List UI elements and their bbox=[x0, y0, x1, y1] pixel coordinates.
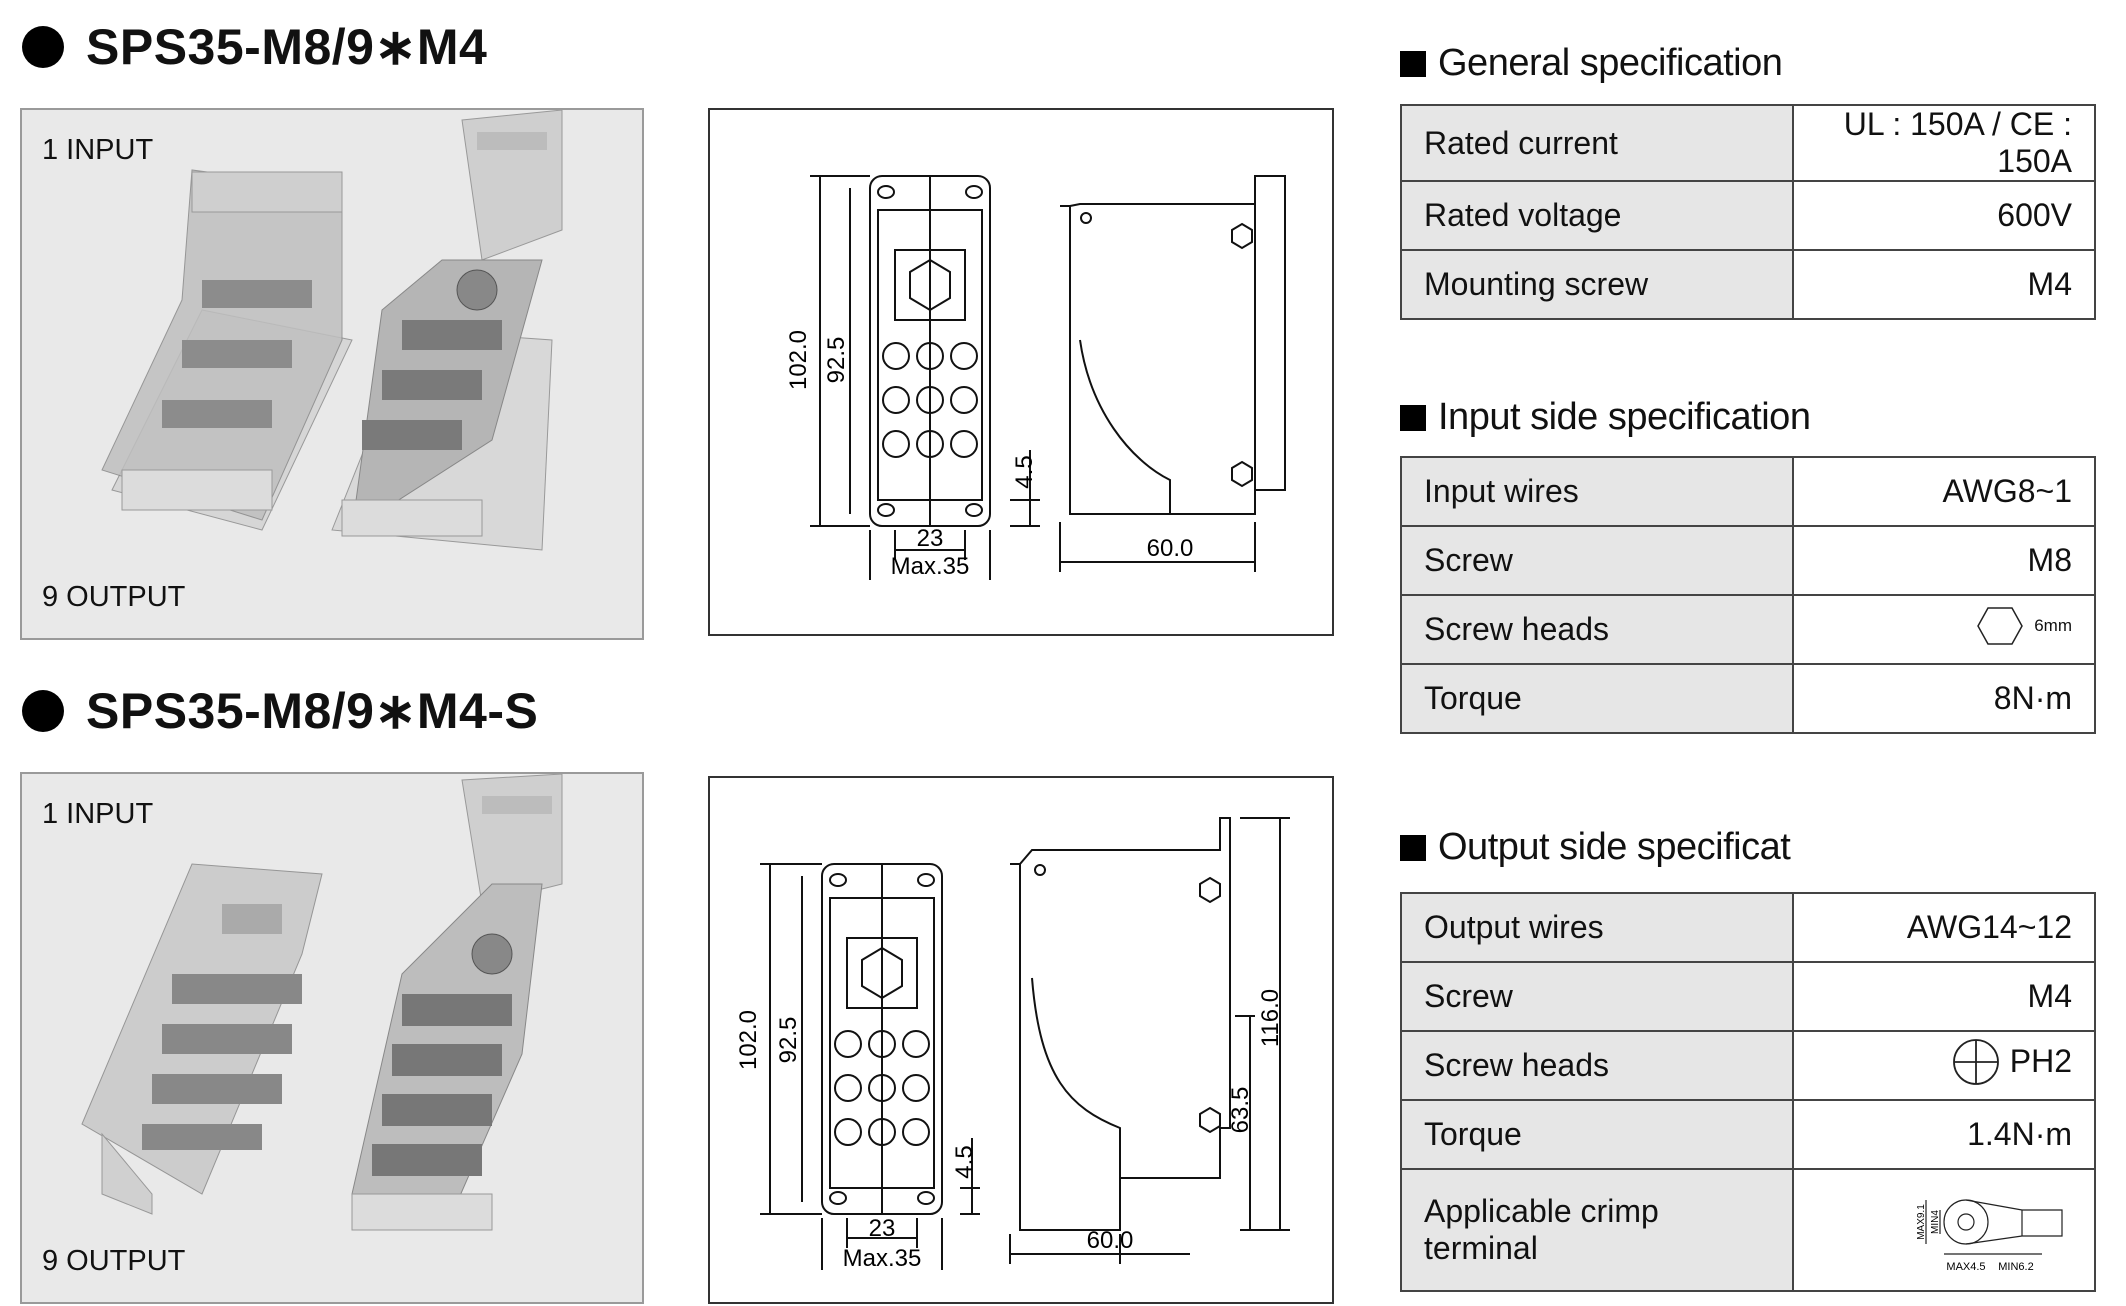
table-row: Mounting screw M4 bbox=[1400, 249, 2096, 320]
output-label: 9 OUTPUT bbox=[42, 581, 186, 613]
dim-width: 23 bbox=[917, 525, 944, 552]
dim-inner-height: 92.5 bbox=[775, 1017, 802, 1064]
product-photo: 1 INPUT 9 OUTPUT bbox=[20, 772, 644, 1304]
bullet-icon bbox=[22, 26, 64, 68]
crimp-dim-d: MIN6.2 bbox=[1998, 1261, 2033, 1273]
dim-max-width: Max.35 bbox=[891, 553, 970, 580]
product-title-text: SPS35-M8/9∗M4 bbox=[86, 19, 488, 75]
table-row: Rated voltage 600V bbox=[1400, 180, 2096, 251]
output-spec-table: Output wires AWG14~12 Screw M4 Screw hea… bbox=[1400, 892, 2096, 1292]
dimension-drawing: 102.0 92.5 4.5 23 Max.35 60.0 bbox=[708, 108, 1334, 636]
phillips-head-icon bbox=[1952, 1038, 1999, 1085]
dim-side-height: 116.0 bbox=[1257, 989, 1284, 1047]
dim-max-width: Max.35 bbox=[843, 1245, 922, 1272]
table-row: Screw heads PH2 bbox=[1400, 1030, 2096, 1101]
dim-foot: 4.5 bbox=[1011, 455, 1038, 488]
terminal-block-illustration bbox=[101, 110, 563, 551]
hex-size-label: 6mm bbox=[2034, 615, 2072, 635]
output-label: 9 OUTPUT bbox=[42, 1245, 186, 1277]
bullet-icon bbox=[22, 690, 64, 732]
dim-total-height: 102.0 bbox=[785, 330, 812, 390]
output-spec-heading: Output side specificat bbox=[1400, 826, 1791, 869]
product-title: SPS35-M8/9∗M4-S bbox=[22, 682, 538, 740]
dim-total-height: 102.0 bbox=[735, 1010, 762, 1070]
table-row: Screw M8 bbox=[1400, 525, 2096, 596]
dim-width: 23 bbox=[869, 1215, 896, 1242]
dim-side-mid: 63.5 bbox=[1227, 1087, 1254, 1134]
dim-depth: 60.0 bbox=[1087, 1227, 1134, 1254]
terminal-block-illustration bbox=[81, 774, 563, 1231]
phillips-size-label: PH2 bbox=[2009, 1043, 2072, 1079]
square-bullet-icon bbox=[1400, 404, 1426, 431]
dimension-drawing-svg: 102.0 92.5 4.5 23 Max.35 60.0 bbox=[785, 175, 1286, 580]
general-spec-heading: General specification bbox=[1400, 42, 1783, 85]
square-bullet-icon bbox=[1400, 834, 1426, 861]
table-row: Output wires AWG14~12 bbox=[1400, 892, 2096, 963]
input-spec-heading: Input side specification bbox=[1400, 396, 1811, 439]
input-label: 1 INPUT bbox=[42, 798, 154, 830]
general-spec-table: Rated current UL : 150A / CE : 150A Rate… bbox=[1400, 104, 2096, 320]
input-label: 1 INPUT bbox=[42, 134, 154, 166]
crimp-dim-c: MAX4.5 bbox=[1946, 1261, 1985, 1273]
square-bullet-icon bbox=[1400, 50, 1426, 77]
product-title: SPS35-M8/9∗M4 bbox=[22, 18, 487, 76]
table-row: Torque 1.4N·m bbox=[1400, 1099, 2096, 1170]
dimension-drawing-svg: 102.0 92.5 4.5 23 Max.35 60.0 116.0 63.5 bbox=[735, 817, 1290, 1272]
table-row: Input wires AWG8~1 bbox=[1400, 456, 2096, 527]
product-photo: 1 INPUT 9 OUTPUT bbox=[20, 108, 644, 640]
crimp-dim-a: MAX9.1 bbox=[1916, 1204, 1927, 1240]
table-row: Rated current UL : 150A / CE : 150A bbox=[1400, 104, 2096, 182]
input-spec-table: Input wires AWG8~1 Screw M8 Screw heads … bbox=[1400, 456, 2096, 734]
table-row: Torque 8N·m bbox=[1400, 663, 2096, 734]
dim-foot: 4.5 bbox=[951, 1145, 978, 1178]
ring-terminal-icon: MAX9.1 MIN4 MAX4.5 MIN6.2 bbox=[1916, 1199, 2063, 1273]
product-title-text: SPS35-M8/9∗M4-S bbox=[86, 683, 539, 739]
table-row: Screw heads 6mm bbox=[1400, 594, 2096, 665]
dim-depth: 60.0 bbox=[1147, 535, 1194, 562]
crimp-dim-b: MIN4 bbox=[1930, 1210, 1941, 1234]
dimension-drawing: 102.0 92.5 4.5 23 Max.35 60.0 116.0 63.5 bbox=[708, 776, 1334, 1304]
table-row: Screw M4 bbox=[1400, 961, 2096, 1032]
dim-inner-height: 92.5 bbox=[823, 337, 850, 384]
hex-head-icon bbox=[1977, 606, 2024, 645]
table-row: Applicable crimp terminal MAX9.1 MIN4 MA… bbox=[1400, 1168, 2096, 1292]
